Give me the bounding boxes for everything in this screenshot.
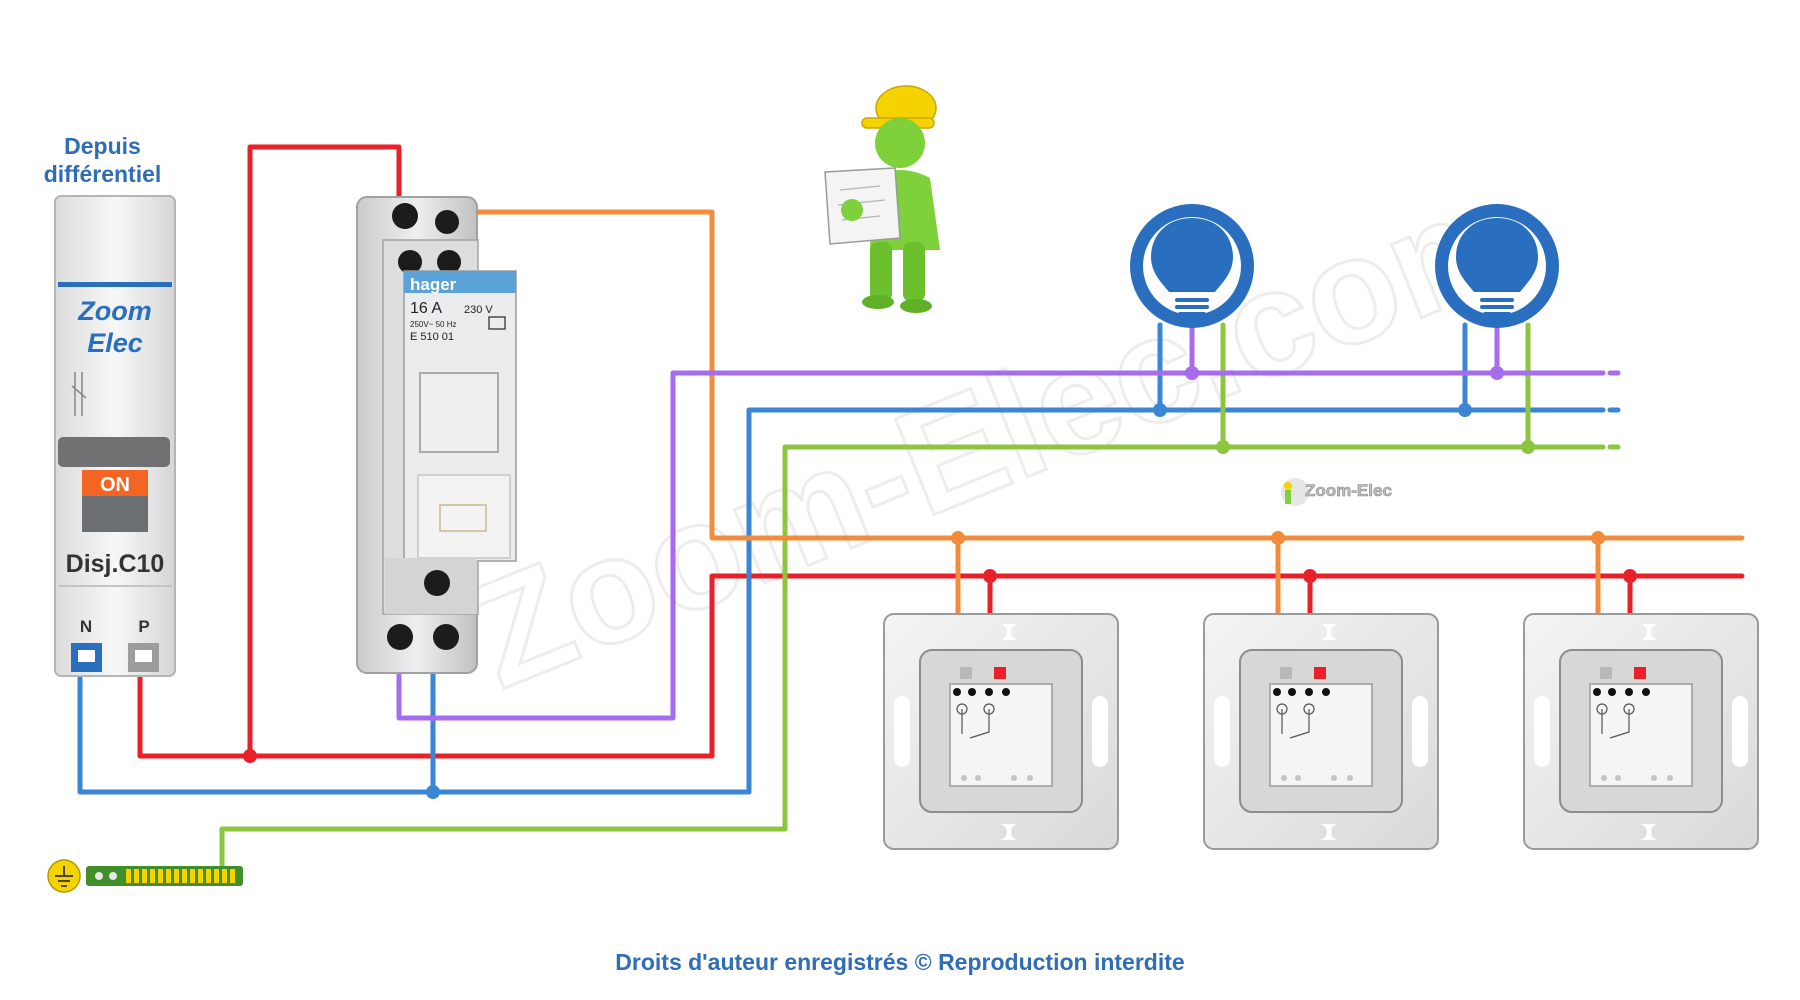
push-button-1[interactable] — [883, 613, 1119, 850]
logo-text: Zoom-Elec — [1305, 481, 1392, 500]
breaker-on-indicator — [82, 470, 148, 496]
relay-brand-strip — [404, 271, 516, 293]
push-button-2[interactable] — [1203, 613, 1439, 850]
wires — [77, 144, 1745, 869]
push-button-3[interactable] — [1523, 613, 1759, 850]
relay-coil-voltage: 230 V — [464, 304, 493, 316]
bulb-icon — [1456, 218, 1538, 316]
impulse-relay[interactable]: hager 16 A 230 V 250V~ 50 Hz E 510 01 — [356, 196, 517, 674]
breaker-symbol-icon — [71, 372, 87, 416]
breaker-state-label: ON — [100, 474, 130, 496]
lamp-feed-wire — [396, 322, 1605, 721]
footer-copyright: Droits d'auteur enregistrés © Reproducti… — [615, 949, 1185, 975]
worker-with-plan-icon — [824, 85, 940, 313]
source-label-line2: différentiel — [43, 161, 162, 187]
earth-wire — [219, 322, 1605, 869]
bulb-icon — [1151, 218, 1233, 316]
wire-continuation — [1577, 370, 1745, 579]
breaker-brand-line1: Zoom — [77, 296, 152, 326]
relay-brand: hager — [410, 275, 457, 294]
phase-wire — [137, 144, 1743, 759]
relay-push-button[interactable] — [419, 372, 499, 453]
earth-terminal-bar[interactable] — [47, 859, 243, 893]
junction-dots — [243, 366, 1637, 799]
zoom-elec-logo: Zoom-Elec — [1281, 478, 1392, 506]
breaker-toggle[interactable] — [58, 437, 170, 467]
source-label-line1: Depuis — [64, 133, 141, 159]
breaker-brand-line2: Elec — [87, 328, 143, 358]
relay-reference: E 510 01 — [410, 331, 454, 343]
source-label: Depuis différentiel — [30, 132, 175, 188]
circuit-breaker[interactable]: Zoom Elec ON Disj.C10 N P — [54, 195, 176, 677]
lamp-1[interactable] — [1130, 204, 1254, 328]
terminal-n-label: N — [80, 617, 92, 636]
lamp-2[interactable] — [1435, 204, 1559, 328]
relay-current-rating: 16 A — [410, 300, 442, 317]
breaker-rating-label: Disj.C10 — [66, 550, 165, 578]
relay-supply-rating: 250V~ 50 Hz — [410, 320, 456, 329]
terminal-p-label: P — [138, 617, 149, 636]
